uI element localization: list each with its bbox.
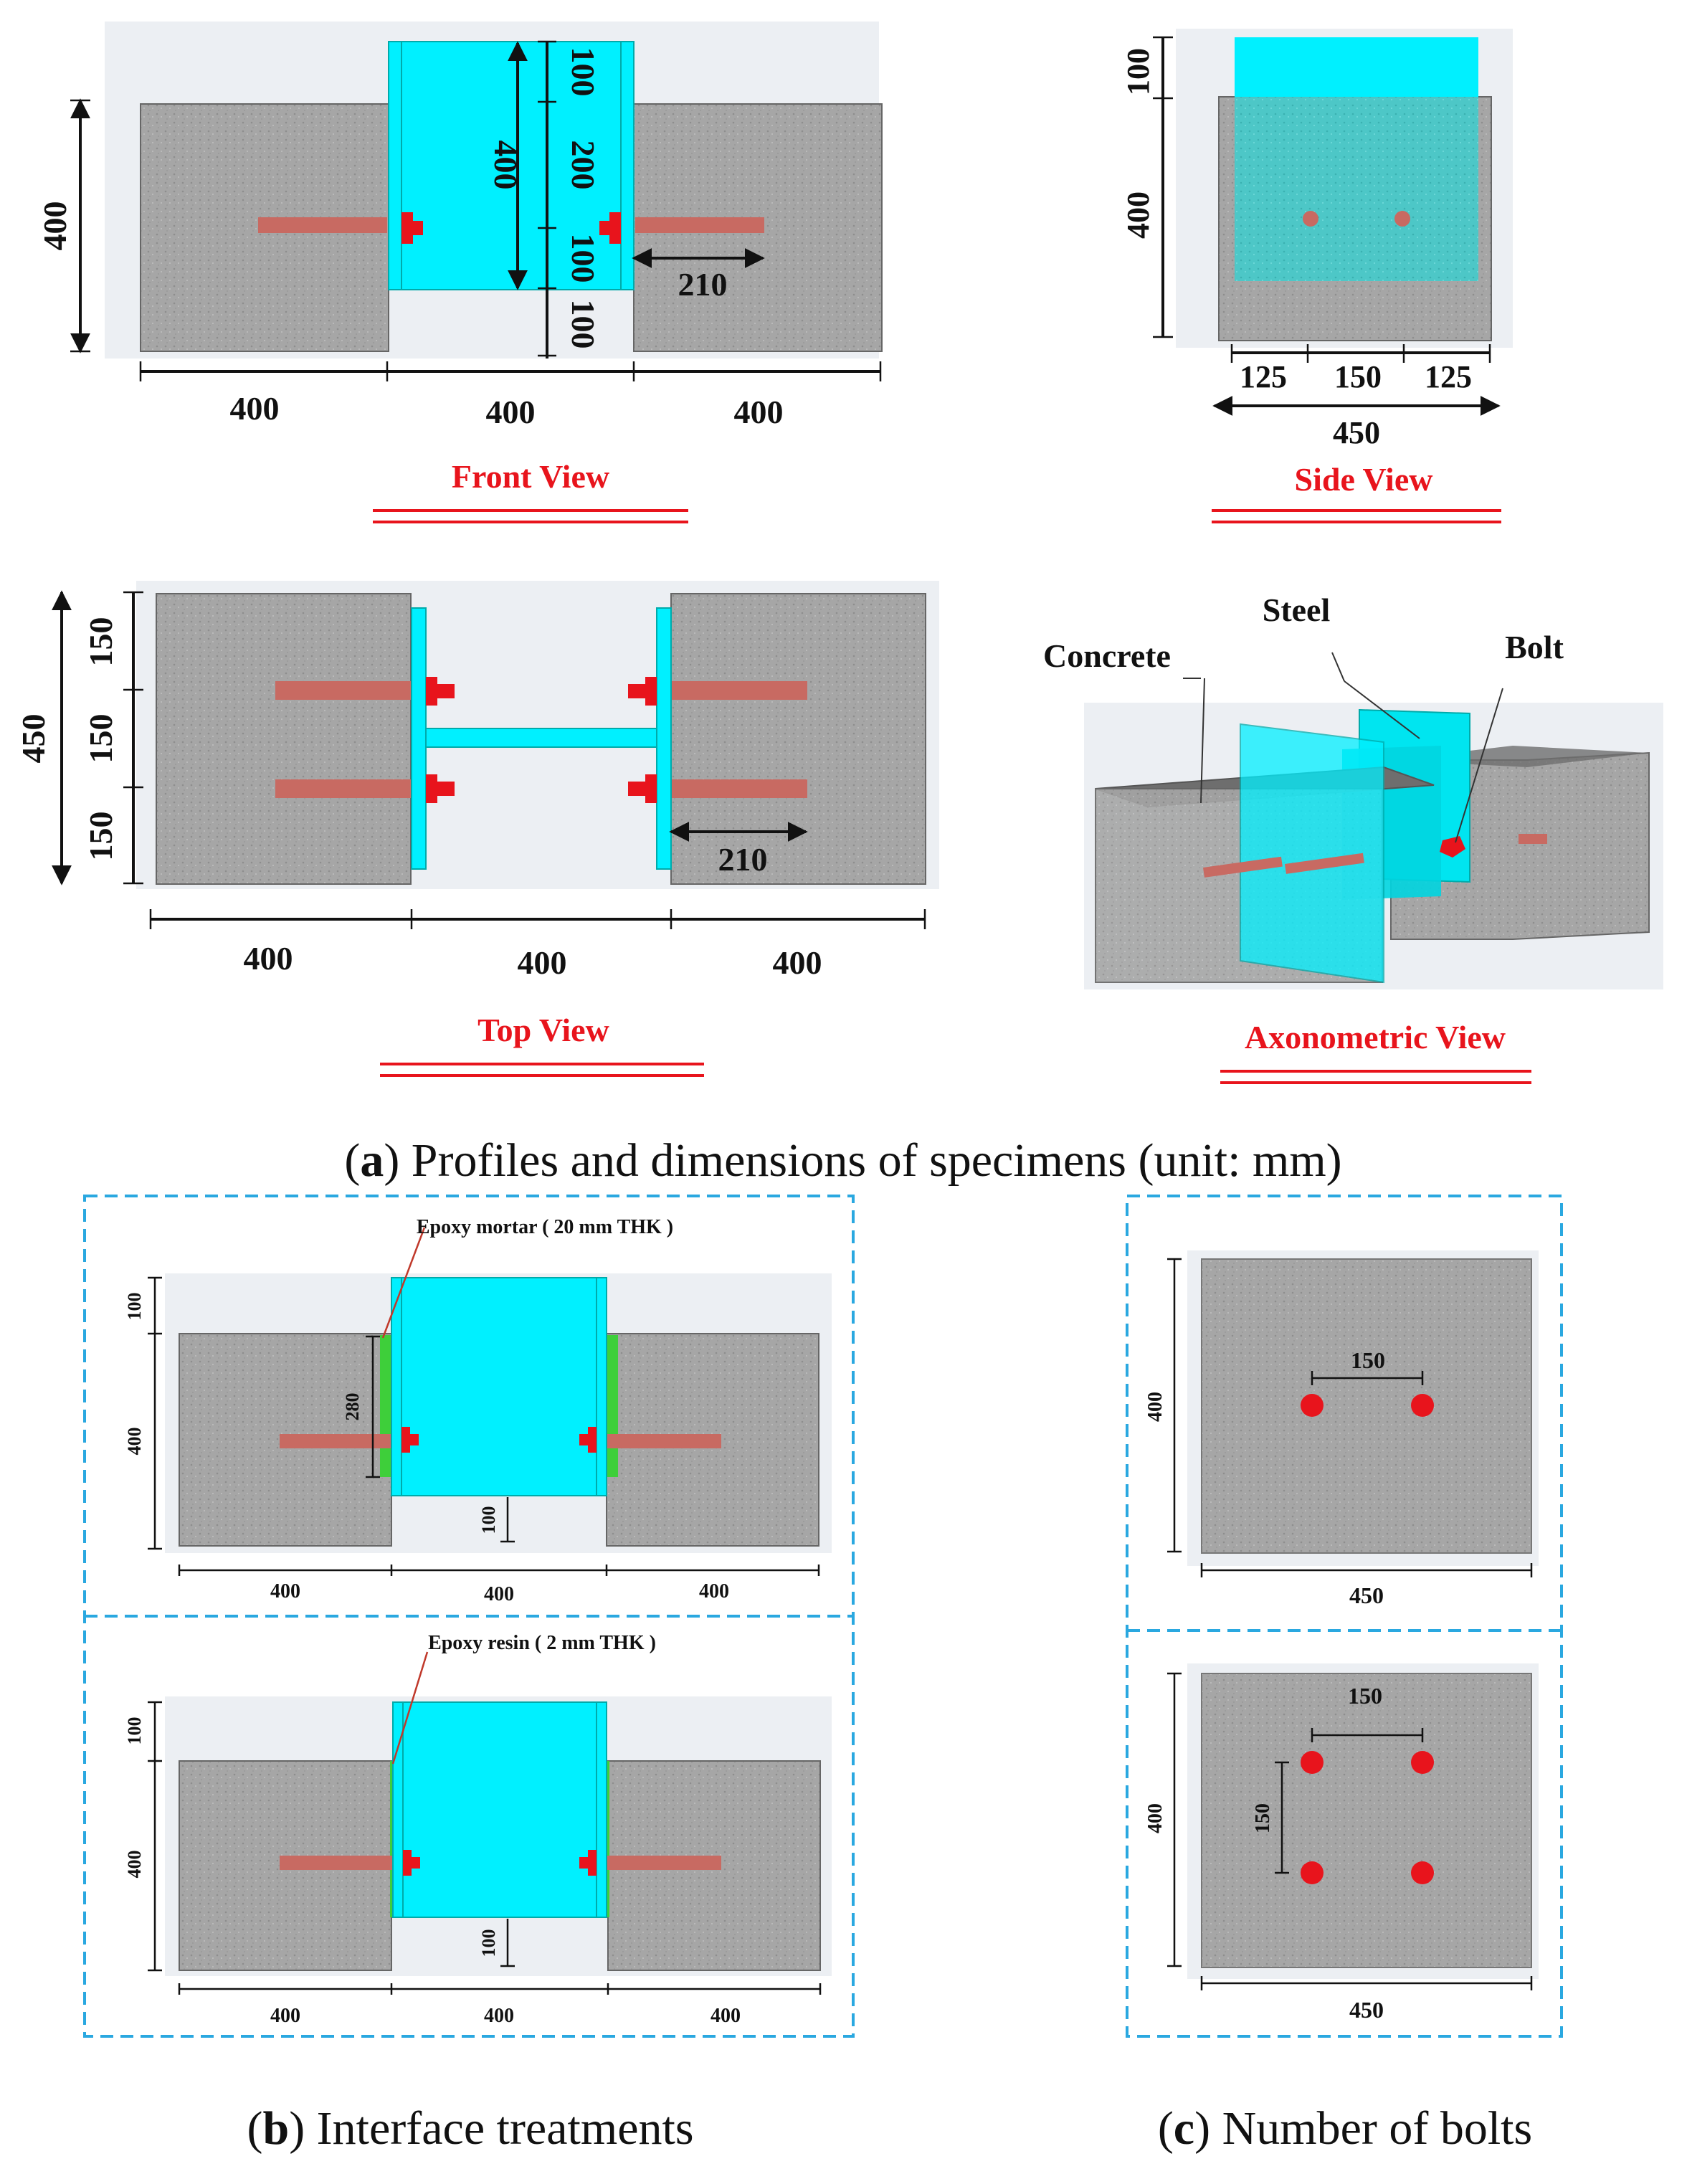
front-dim-w1: 400 bbox=[230, 390, 280, 427]
c2-dim-height: 400 bbox=[1144, 1803, 1166, 1833]
front-dim-embed: 210 bbox=[678, 266, 728, 303]
c1-dim-width: 450 bbox=[1349, 1582, 1384, 1608]
front-dim-w3: 400 bbox=[734, 394, 784, 430]
side-dim-b: 150 bbox=[1334, 359, 1382, 394]
top-bolts bbox=[426, 677, 657, 803]
front-bolt-left bbox=[401, 212, 413, 244]
b1-dim-top: 100 bbox=[124, 1293, 145, 1321]
b2-dim-w2: 400 bbox=[484, 2005, 514, 2027]
c2-bolt-3 bbox=[1301, 1861, 1324, 1884]
top-dim-total: 450 bbox=[15, 714, 52, 764]
side-view-title: Side View bbox=[1295, 461, 1433, 498]
axonometric-view: Steel Concrete Bolt Axonometric View bbox=[1043, 592, 1663, 1084]
side-dim-top: 100 bbox=[1121, 48, 1156, 95]
b1-dim-gap: 100 bbox=[478, 1506, 499, 1534]
number-of-bolts: 150 400 450 150 150 400 450 bbox=[1126, 1195, 1563, 2038]
b2-epoxy-resin-right bbox=[607, 1761, 609, 1917]
b1-epoxy-mortar-right bbox=[607, 1335, 618, 1477]
b2-dim-w3: 400 bbox=[711, 2005, 741, 2027]
axo-bolt bbox=[1440, 836, 1465, 858]
c2-dim-spacing-h: 150 bbox=[1348, 1683, 1382, 1709]
c2-bolt-4 bbox=[1411, 1861, 1434, 1884]
top-rebar-3 bbox=[657, 681, 807, 700]
front-dim-left-height: 400 bbox=[37, 201, 73, 251]
top-steel-flange-right bbox=[656, 607, 672, 870]
c2-dim-width: 450 bbox=[1349, 1997, 1384, 2023]
c1-dim-height: 400 bbox=[1144, 1392, 1166, 1422]
side-dim-c: 125 bbox=[1425, 359, 1472, 394]
interface-treatments: Epoxy mortar ( 20 mm THK ) 100 400 280 1… bbox=[83, 1195, 855, 2038]
c2-dim-spacing-v: 150 bbox=[1252, 1803, 1274, 1833]
axo-view-title: Axonometric View bbox=[1245, 1019, 1506, 1055]
front-view: 400 400 100 200 100 100 210 400 400 400 … bbox=[37, 22, 883, 523]
b1-steel-section bbox=[391, 1277, 607, 1496]
c2-bolt-1 bbox=[1301, 1751, 1324, 1774]
front-dim-mid: 200 bbox=[565, 141, 602, 190]
side-dim-height: 400 bbox=[1121, 191, 1156, 239]
front-dim-steel-height: 400 bbox=[488, 141, 524, 190]
side-bolt-left bbox=[1303, 211, 1318, 227]
top-steel-web bbox=[425, 728, 657, 748]
top-rebar-2 bbox=[275, 779, 426, 798]
top-dim-embed: 210 bbox=[718, 841, 768, 878]
b1-dim-mortar: 280 bbox=[342, 1393, 363, 1421]
side-dim-total: 450 bbox=[1333, 415, 1380, 450]
top-dim-3: 150 bbox=[82, 812, 119, 861]
c1-bolt-1 bbox=[1301, 1394, 1324, 1417]
caption-a: (a) Profiles and dimensions of specimens… bbox=[344, 1134, 1341, 1187]
c2-bolt-2 bbox=[1411, 1751, 1434, 1774]
top-rebar-4 bbox=[657, 779, 807, 798]
b1-dim-w1: 400 bbox=[270, 1580, 300, 1603]
c1-bolt-2 bbox=[1411, 1394, 1434, 1417]
side-dim-a: 125 bbox=[1240, 359, 1287, 394]
c2-concrete-face bbox=[1201, 1673, 1532, 1968]
b2-dim-w1: 400 bbox=[270, 2005, 300, 2027]
axo-label-concrete: Concrete bbox=[1043, 637, 1171, 674]
b2-dim-height: 400 bbox=[124, 1851, 145, 1879]
front-rebar-left bbox=[258, 217, 387, 233]
b1-dim-height: 400 bbox=[124, 1428, 145, 1456]
axo-label-steel: Steel bbox=[1263, 592, 1331, 628]
front-dim-w2: 400 bbox=[486, 394, 536, 430]
top-concrete-right bbox=[670, 593, 926, 885]
b1-epoxy-mortar-left bbox=[380, 1335, 391, 1477]
b1-dim-w2: 400 bbox=[484, 1583, 514, 1605]
top-dim-w2: 400 bbox=[518, 944, 567, 981]
side-steel-top bbox=[1235, 37, 1478, 97]
top-view: 450 150 150 150 210 400 400 400 Top View bbox=[15, 581, 939, 1077]
front-view-title: Front View bbox=[452, 458, 609, 495]
top-dim-w1: 400 bbox=[244, 940, 293, 977]
front-dim-low: 100 bbox=[565, 234, 602, 283]
top-rebar-1 bbox=[275, 681, 426, 700]
top-dim-w3: 400 bbox=[773, 944, 822, 981]
b1-dim-w3: 400 bbox=[699, 1580, 729, 1603]
b2-dim-top: 100 bbox=[124, 1717, 145, 1745]
top-concrete-left bbox=[156, 593, 412, 885]
front-rebar-right bbox=[635, 217, 764, 233]
side-view: 100 400 125 150 125 450 Side View bbox=[1121, 29, 1513, 523]
caption-b: (b) Interface treatments bbox=[247, 2102, 693, 2155]
side-bolt-right bbox=[1394, 211, 1410, 227]
front-bolt-right bbox=[609, 212, 621, 244]
top-steel-flange-left bbox=[411, 607, 427, 870]
front-dim-bottom: 100 bbox=[565, 300, 602, 349]
top-dim-2: 150 bbox=[82, 714, 119, 764]
top-view-title: Top View bbox=[477, 1012, 609, 1048]
frame-c bbox=[1126, 1195, 1563, 2038]
top-dim-1: 150 bbox=[82, 617, 119, 667]
axo-steel-flange bbox=[1240, 723, 1384, 984]
c1-concrete-face bbox=[1201, 1258, 1532, 1554]
caption-c: (c) Number of bolts bbox=[1158, 2102, 1532, 2155]
b1-label: Epoxy mortar ( 20 mm THK ) bbox=[417, 1216, 673, 1238]
axo-label-bolt: Bolt bbox=[1505, 629, 1564, 665]
front-dim-top: 100 bbox=[565, 47, 602, 97]
c1-dim-spacing: 150 bbox=[1351, 1347, 1385, 1373]
b2-steel-section bbox=[392, 1701, 607, 1918]
b2-epoxy-resin-left bbox=[390, 1761, 393, 1917]
b2-label: Epoxy resin ( 2 mm THK ) bbox=[428, 1632, 656, 1654]
b2-dim-gap: 100 bbox=[478, 1929, 499, 1957]
